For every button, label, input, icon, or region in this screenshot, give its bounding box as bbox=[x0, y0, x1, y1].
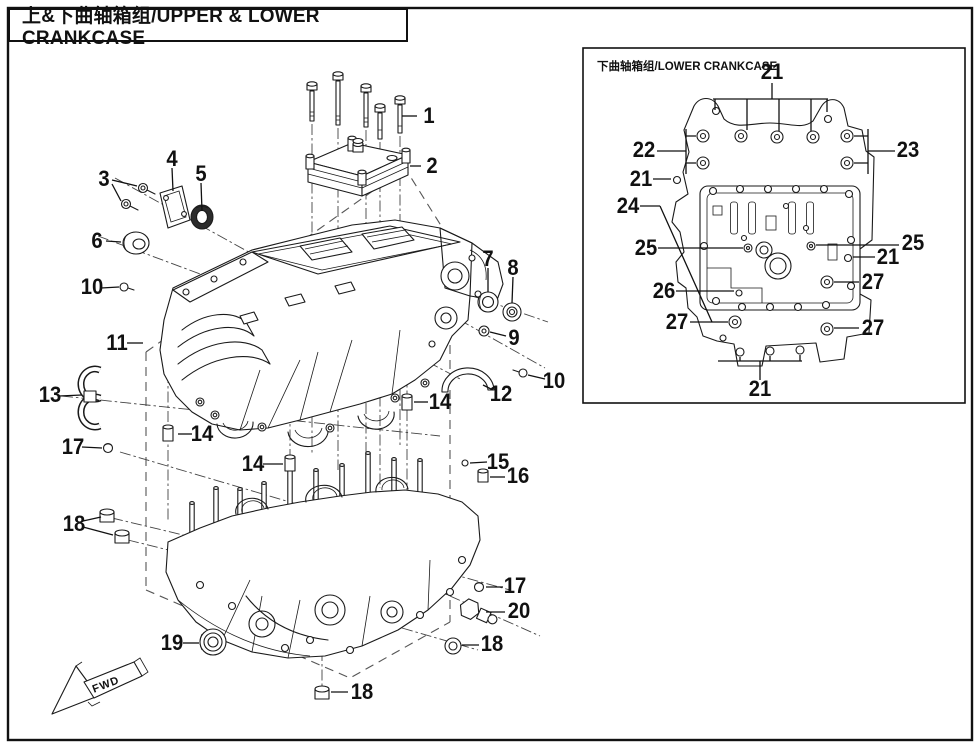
callout-18: 18 bbox=[62, 511, 86, 536]
callout-10: 10 bbox=[80, 274, 104, 299]
callout-23: 23 bbox=[896, 137, 920, 162]
callout-8: 8 bbox=[507, 255, 519, 280]
inset-title: 下曲轴箱组/LOWER CRANKCASE bbox=[597, 61, 778, 73]
callout-14: 14 bbox=[428, 389, 452, 414]
callout-25: 25 bbox=[634, 235, 658, 260]
upper-crankcase bbox=[159, 219, 504, 448]
page-title: 上&下曲轴箱组/UPPER & LOWER CRANKCASE bbox=[8, 6, 408, 49]
cover-bolts bbox=[306, 71, 406, 140]
callout-25: 25 bbox=[901, 230, 925, 255]
callout-2: 2 bbox=[426, 153, 438, 178]
callout-21: 21 bbox=[629, 166, 653, 191]
callout-10: 10 bbox=[542, 368, 566, 393]
callout-1: 1 bbox=[423, 103, 435, 128]
callout-18: 18 bbox=[480, 631, 504, 656]
callout-14: 14 bbox=[241, 451, 265, 476]
main-leader-lines bbox=[58, 115, 546, 693]
callout-12: 12 bbox=[489, 381, 513, 406]
bearing-shells bbox=[77, 365, 102, 431]
callout-21: 21 bbox=[760, 59, 784, 84]
callout-17: 17 bbox=[61, 434, 85, 459]
callout-5: 5 bbox=[195, 161, 207, 186]
callout-6: 6 bbox=[91, 228, 103, 253]
callout-17: 17 bbox=[503, 573, 527, 598]
callout-15: 15 bbox=[486, 449, 510, 474]
callout-18: 18 bbox=[350, 679, 374, 704]
callout-3: 3 bbox=[98, 166, 110, 191]
callout-21: 21 bbox=[748, 376, 772, 401]
callout-4: 4 bbox=[166, 146, 178, 171]
callout-20: 20 bbox=[507, 598, 531, 623]
breather-cover bbox=[305, 135, 411, 197]
callout-9: 9 bbox=[508, 325, 520, 350]
callout-21: 21 bbox=[876, 244, 900, 269]
inset-leader-lines bbox=[640, 83, 899, 380]
left-small-parts bbox=[120, 182, 214, 255]
callout-13: 13 bbox=[38, 382, 62, 407]
inset-drawing bbox=[671, 97, 875, 367]
callout-22: 22 bbox=[632, 137, 656, 162]
callout-7: 7 bbox=[482, 246, 494, 271]
callout-26: 26 bbox=[652, 278, 676, 303]
callout-14: 14 bbox=[190, 421, 214, 446]
callout-24: 24 bbox=[616, 193, 640, 218]
callout-27: 27 bbox=[861, 269, 885, 294]
callout-16: 16 bbox=[506, 463, 530, 488]
callout-27: 27 bbox=[665, 309, 689, 334]
callout-27: 27 bbox=[861, 315, 885, 340]
loose-parts bbox=[77, 282, 528, 700]
callout-19: 19 bbox=[160, 630, 184, 655]
callout-11: 11 bbox=[106, 330, 128, 355]
fwd-arrow-icon bbox=[51, 657, 149, 715]
